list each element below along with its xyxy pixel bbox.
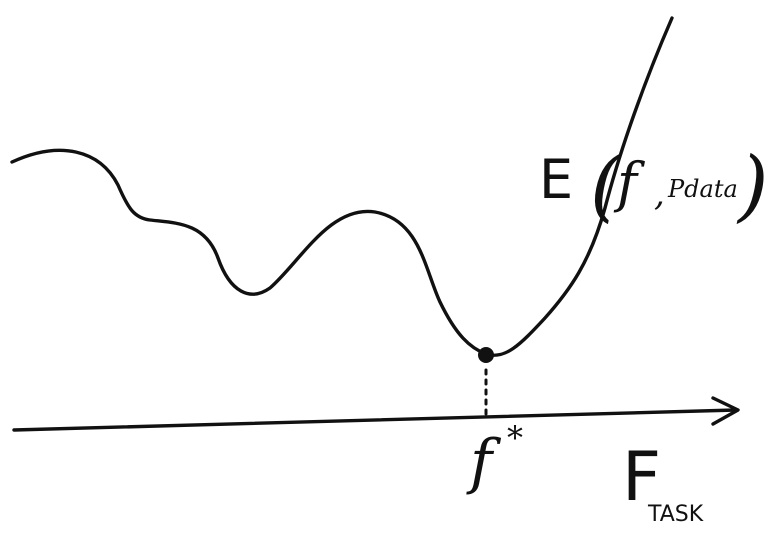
minimum-label-superscript: * — [507, 419, 523, 457]
axis-label-main: F — [622, 438, 661, 517]
energy-curve — [10, 16, 674, 357]
curve-label-argument-f: f — [613, 151, 645, 214]
minimum-label: f * — [466, 419, 523, 497]
curve-label-close-paren: ) — [736, 141, 768, 231]
axis-label-subscript: TASK — [647, 502, 704, 527]
curve-label-argument-p: Pdata — [667, 175, 738, 203]
axis-label: F TASK — [622, 438, 704, 527]
axis-arrow-head — [711, 396, 740, 426]
curve-label-open-paren: ( — [590, 141, 622, 231]
curve-label-prefix: E — [539, 148, 573, 211]
minimum-point — [478, 347, 494, 363]
curve-label-comma: , — [654, 174, 665, 214]
curve-label: E ( f , Pdata ) — [539, 141, 768, 231]
minimum-label-symbol: f — [466, 427, 502, 497]
horizontal-axis-line — [12, 408, 738, 432]
